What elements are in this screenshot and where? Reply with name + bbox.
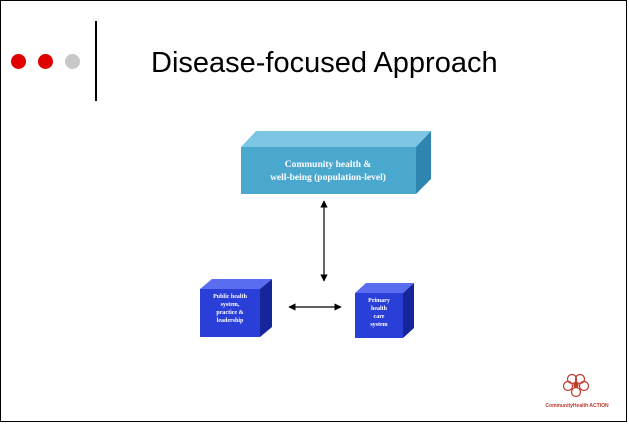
left-box-side-face: [260, 279, 272, 337]
left-box-top-face: [200, 279, 272, 289]
public-health-box: Public health system, practice & leaders…: [200, 279, 272, 337]
right-box-line-3: care: [374, 314, 385, 320]
bullet-dot-3: [65, 54, 80, 69]
primary-care-box: Primary health care system: [355, 283, 414, 338]
right-box-front-face: [355, 293, 403, 338]
left-box-line-1: Public health: [213, 294, 248, 300]
left-box-line-2: system,: [221, 302, 240, 308]
left-box-front-face: [200, 289, 260, 337]
right-box-line-1: Primary: [368, 298, 390, 304]
community-health-box: Community health & well-being (populatio…: [241, 131, 431, 194]
slide-title: Disease-focused Approach: [151, 47, 498, 79]
top-box-side-face: [416, 131, 431, 194]
right-box-top-face: [355, 283, 414, 293]
left-box-line-4: leadership: [217, 318, 244, 324]
title-divider: [95, 21, 97, 101]
right-box-line-2: health: [371, 306, 388, 312]
top-box-top-face: [241, 131, 431, 147]
top-box-line-1: Community health &: [285, 160, 372, 170]
top-box-front-face: [241, 147, 416, 194]
left-box-line-3: practice &: [216, 310, 243, 316]
bullet-dot-1: [11, 54, 26, 69]
community-health-action-logo: CommunityHealth ACTION: [545, 373, 609, 409]
right-box-line-4: system: [370, 322, 387, 328]
right-box-side-face: [403, 283, 414, 338]
top-box-line-2: well-being (population-level): [270, 172, 386, 183]
bullet-dot-2: [38, 54, 53, 69]
flower-logo-icon: [562, 373, 590, 398]
logo-text: CommunityHealth ACTION: [545, 403, 609, 409]
